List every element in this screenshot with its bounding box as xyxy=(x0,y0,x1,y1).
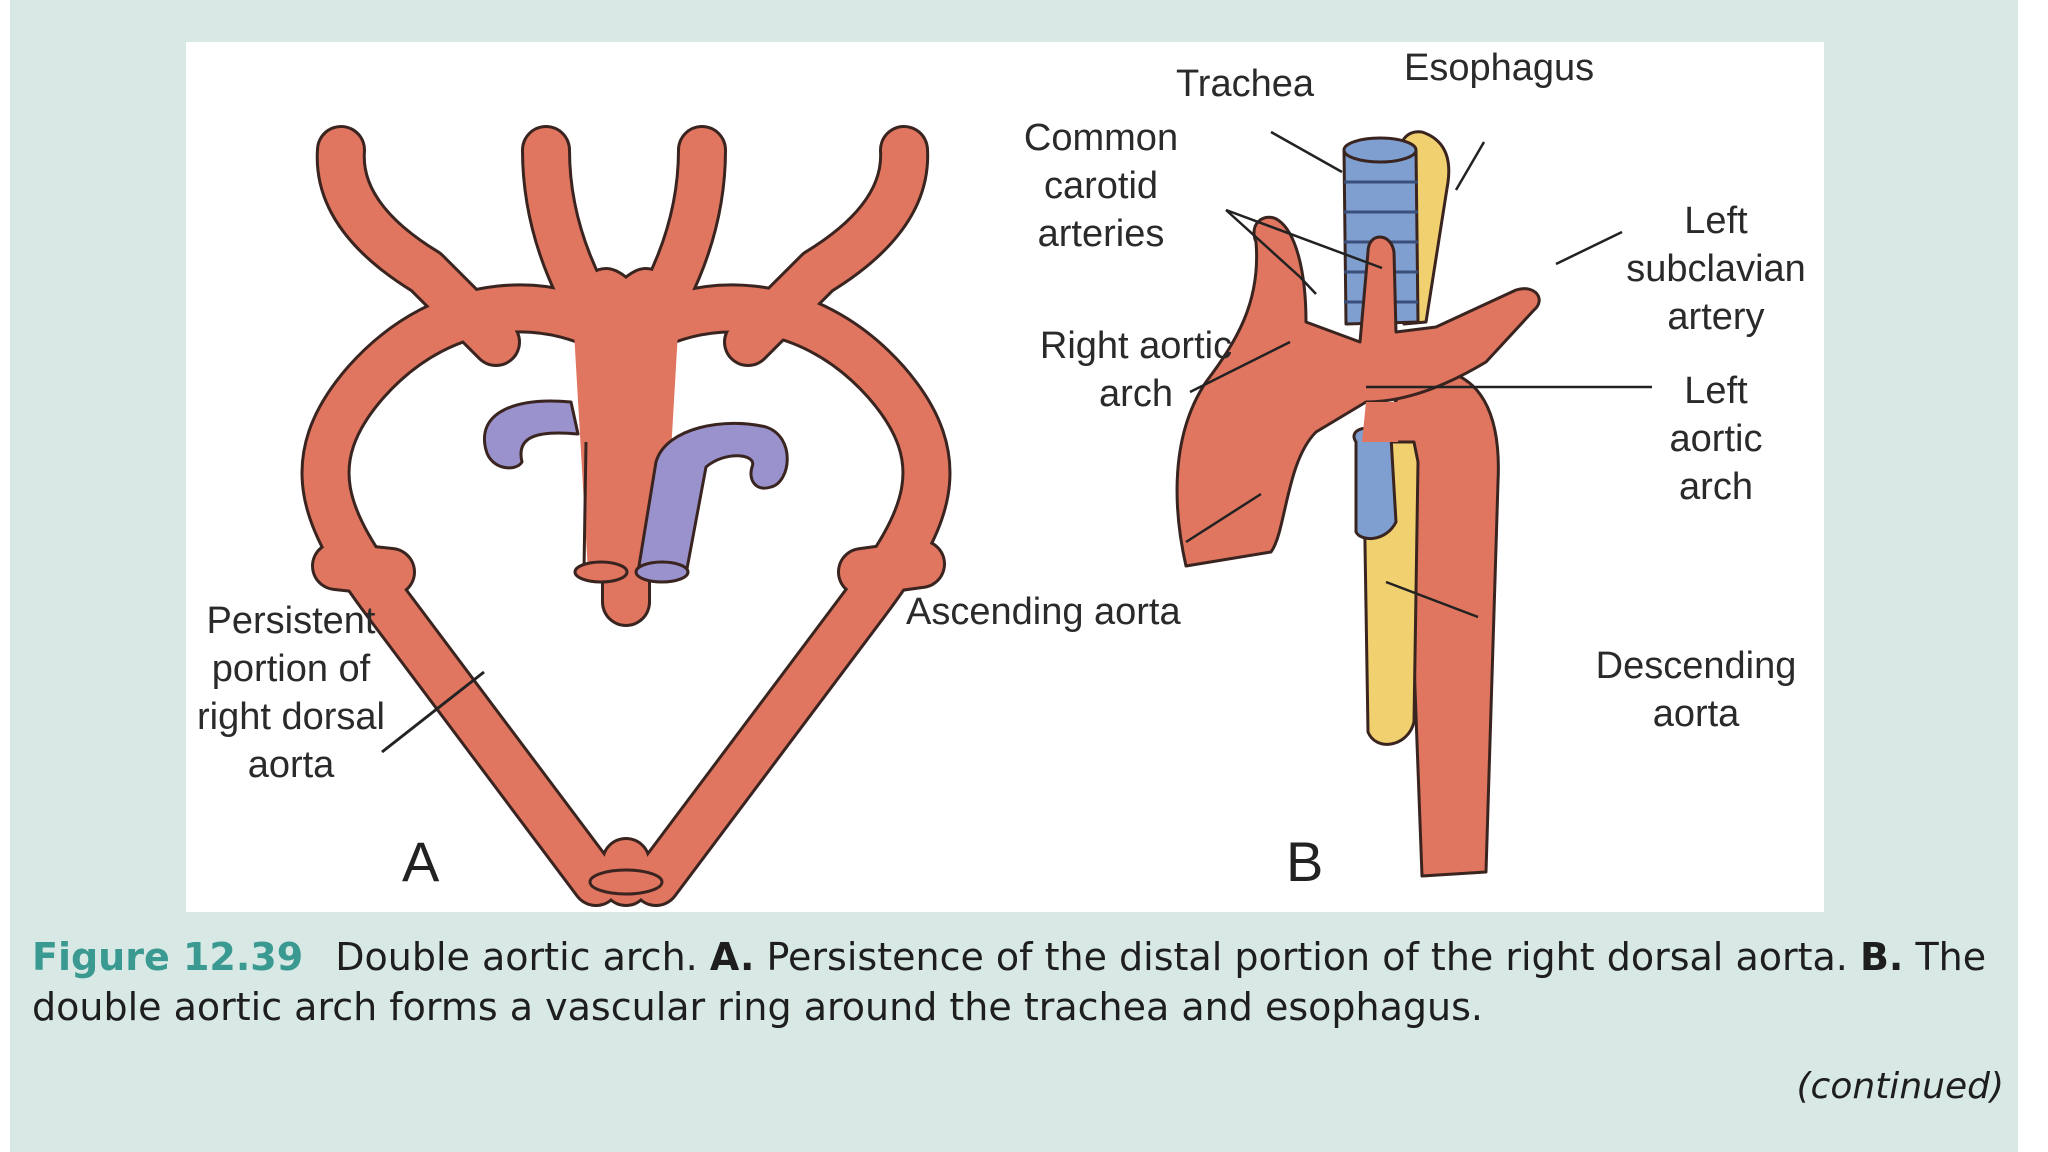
figure-illustration: Persistent portion of right dorsal aorta… xyxy=(186,42,1824,912)
caption-part-b-letter: B. xyxy=(1859,935,1904,979)
diagram-a xyxy=(300,125,952,907)
caption-part-a-letter: A. xyxy=(709,935,755,979)
label-left-subclavian-artery: Left subclavian artery xyxy=(1626,200,1806,338)
label-esophagus: Esophagus xyxy=(1404,47,1595,89)
label-persistent-portion: Persistent portion of right dorsal aorta xyxy=(197,600,385,786)
continued-note: (continued) xyxy=(1796,1066,2004,1107)
panel-letter-b: B xyxy=(1286,830,1324,893)
caption-title: Double aortic arch. xyxy=(335,935,698,979)
figure-caption: Figure 12.39 Double aortic arch. A. Pers… xyxy=(32,932,1992,1032)
caption-part-a-text: Persistence of the distal portion of the… xyxy=(766,935,1848,979)
panel-letter-a: A xyxy=(402,830,440,893)
pulmonary-vessels xyxy=(483,399,789,584)
label-trachea: Trachea xyxy=(1176,63,1314,105)
label-common-carotid-arteries: Common carotid arteries xyxy=(1023,117,1179,255)
label-ascending-aorta: Ascending aorta xyxy=(906,591,1181,633)
caption-part-b-text: The double aortic arch forms a vascular … xyxy=(32,935,1987,1029)
diagram-b xyxy=(1175,130,1652,878)
label-left-aortic-arch: Left aortic arch xyxy=(1669,370,1763,508)
aortic-arch-diagram xyxy=(300,125,1652,907)
figure-number: Figure 12.39 xyxy=(32,935,304,979)
label-right-aortic-arch: Right aortic arch xyxy=(1039,325,1233,415)
label-descending-aorta: Descending aorta xyxy=(1595,645,1797,735)
